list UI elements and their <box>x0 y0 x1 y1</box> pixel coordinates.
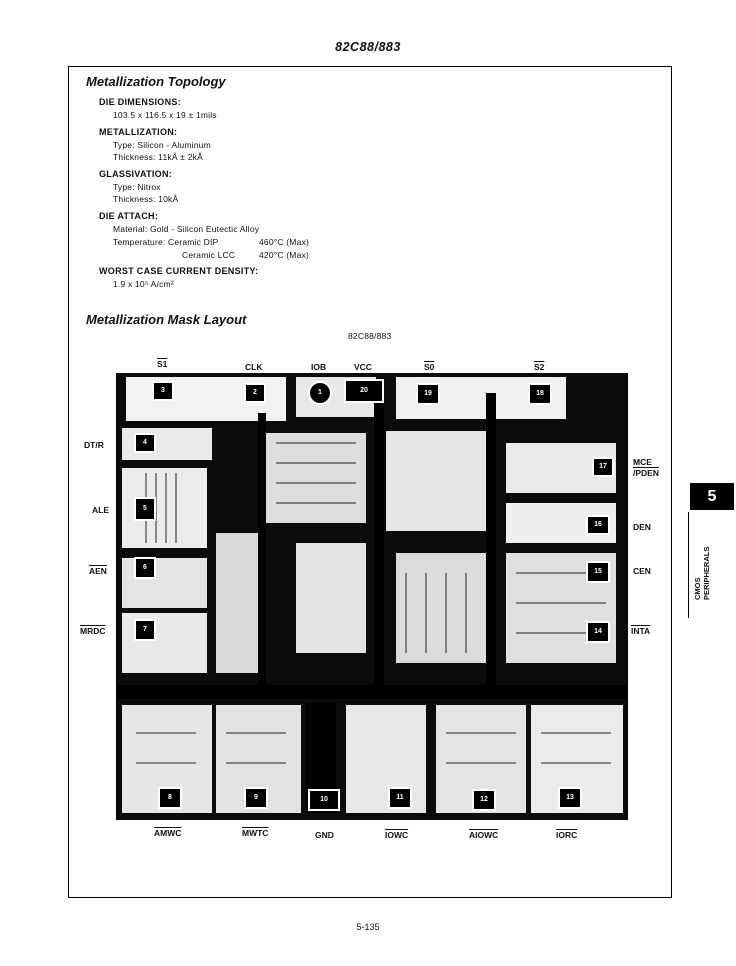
metallization-thickness: Thickness: 11kÅ ± 2kÅ <box>113 152 203 162</box>
pin-label-clk: CLK <box>245 362 263 372</box>
pad-2: 2 <box>244 383 266 403</box>
pad-4: 4 <box>134 433 156 453</box>
pin-label-amwc: AMWC <box>154 828 182 838</box>
pad-16: 16 <box>586 515 610 535</box>
section-tab-line1: CMOS <box>693 577 702 601</box>
topology-title: Metallization Topology <box>86 74 226 89</box>
die-dimensions-label: DIE DIMENSIONS: <box>99 97 182 107</box>
pin-label-s2: S2 <box>534 362 545 372</box>
content-frame <box>68 66 672 898</box>
current-density-label: WORST CASE CURRENT DENSITY: <box>99 266 259 276</box>
pad-1: 1 <box>308 381 332 405</box>
pin-label-den: DEN <box>633 522 651 532</box>
die-attach-material: Material: Gold - Silicon Eutectic Alloy <box>113 224 260 234</box>
section-tab-line2: PERIPHERALS <box>702 546 711 600</box>
glassivation-label: GLASSIVATION: <box>99 169 173 179</box>
metallization-type: Type: Silicon - Aluminum <box>113 140 211 150</box>
page-number: 5-135 <box>356 922 380 932</box>
pad-12: 12 <box>472 789 496 811</box>
pad-10: 10 <box>308 789 340 811</box>
die-dimensions-value: 103.5 x 116.5 x 19 ± 1mils <box>113 110 217 120</box>
die-attach-label: DIE ATTACH: <box>99 211 159 221</box>
pin-label-gnd: GND <box>315 830 334 840</box>
die-attach-temp-dip: 460°C (Max) <box>259 237 310 247</box>
pin-label-inta: INTA <box>631 626 651 636</box>
pad-14: 14 <box>586 621 610 643</box>
pin-label-aen: AEN <box>89 566 107 576</box>
pad-6: 6 <box>134 557 156 579</box>
pad-8: 8 <box>158 787 182 809</box>
pin-label-dtr: DT/R <box>84 440 104 450</box>
pin-label-pden: /PDEN <box>633 468 659 478</box>
die-attach-temp-label: Temperature: Ceramic DIP <box>113 237 219 247</box>
current-density-value: 1.9 x 10⁵ A/cm² <box>113 279 174 289</box>
die-attach-lcc-label: Ceramic LCC <box>182 250 236 260</box>
glassivation-type: Type: Nitrox <box>113 182 161 192</box>
pin-label-iob: IOB <box>311 362 327 372</box>
pin-label-cen: CEN <box>633 566 651 576</box>
pin-label-iorc: IORC <box>556 830 578 840</box>
die-attach-temp-lcc: 420°C (Max) <box>259 250 310 260</box>
pin-label-iowc: IOWC <box>385 830 409 840</box>
pin-label-mrdc: MRDC <box>80 626 106 636</box>
pad-3: 3 <box>152 381 174 401</box>
die-layout-image: 3 2 1 20 19 18 4 17 5 16 6 15 7 14 8 9 1… <box>116 373 628 820</box>
pad-17: 17 <box>592 457 614 477</box>
pad-5: 5 <box>134 497 156 521</box>
pin-label-mwtc: MWTC <box>242 828 269 838</box>
mask-title: Metallization Mask Layout <box>86 312 247 327</box>
section-tab-label: CMOS PERIPHERALS <box>693 520 711 600</box>
pin-label-mce: MCE <box>633 457 652 467</box>
pad-18: 18 <box>528 383 552 405</box>
glassivation-thickness: Thickness: 10kÅ <box>113 194 179 204</box>
pad-13: 13 <box>558 787 582 809</box>
pin-label-aiowc: AIOWC <box>469 830 499 840</box>
pad-15: 15 <box>586 561 610 583</box>
pin-label-s0: S0 <box>424 362 435 372</box>
pin-label-vcc: VCC <box>354 362 372 372</box>
metallization-label: METALLIZATION: <box>99 127 178 137</box>
section-tab-number: 5 <box>690 483 734 510</box>
pin-label-s1: S1 <box>157 359 168 369</box>
pad-20: 20 <box>344 379 384 403</box>
section-tab-bar <box>688 512 735 618</box>
pad-11: 11 <box>388 787 412 809</box>
die-metal-pattern <box>116 373 628 820</box>
pad-9: 9 <box>244 787 268 809</box>
pin-label-ale: ALE <box>92 505 109 515</box>
page-header: 82C88/883 <box>335 40 401 54</box>
pad-19: 19 <box>416 383 440 405</box>
mask-caption: 82C88/883 <box>348 331 392 341</box>
pad-7: 7 <box>134 619 156 641</box>
